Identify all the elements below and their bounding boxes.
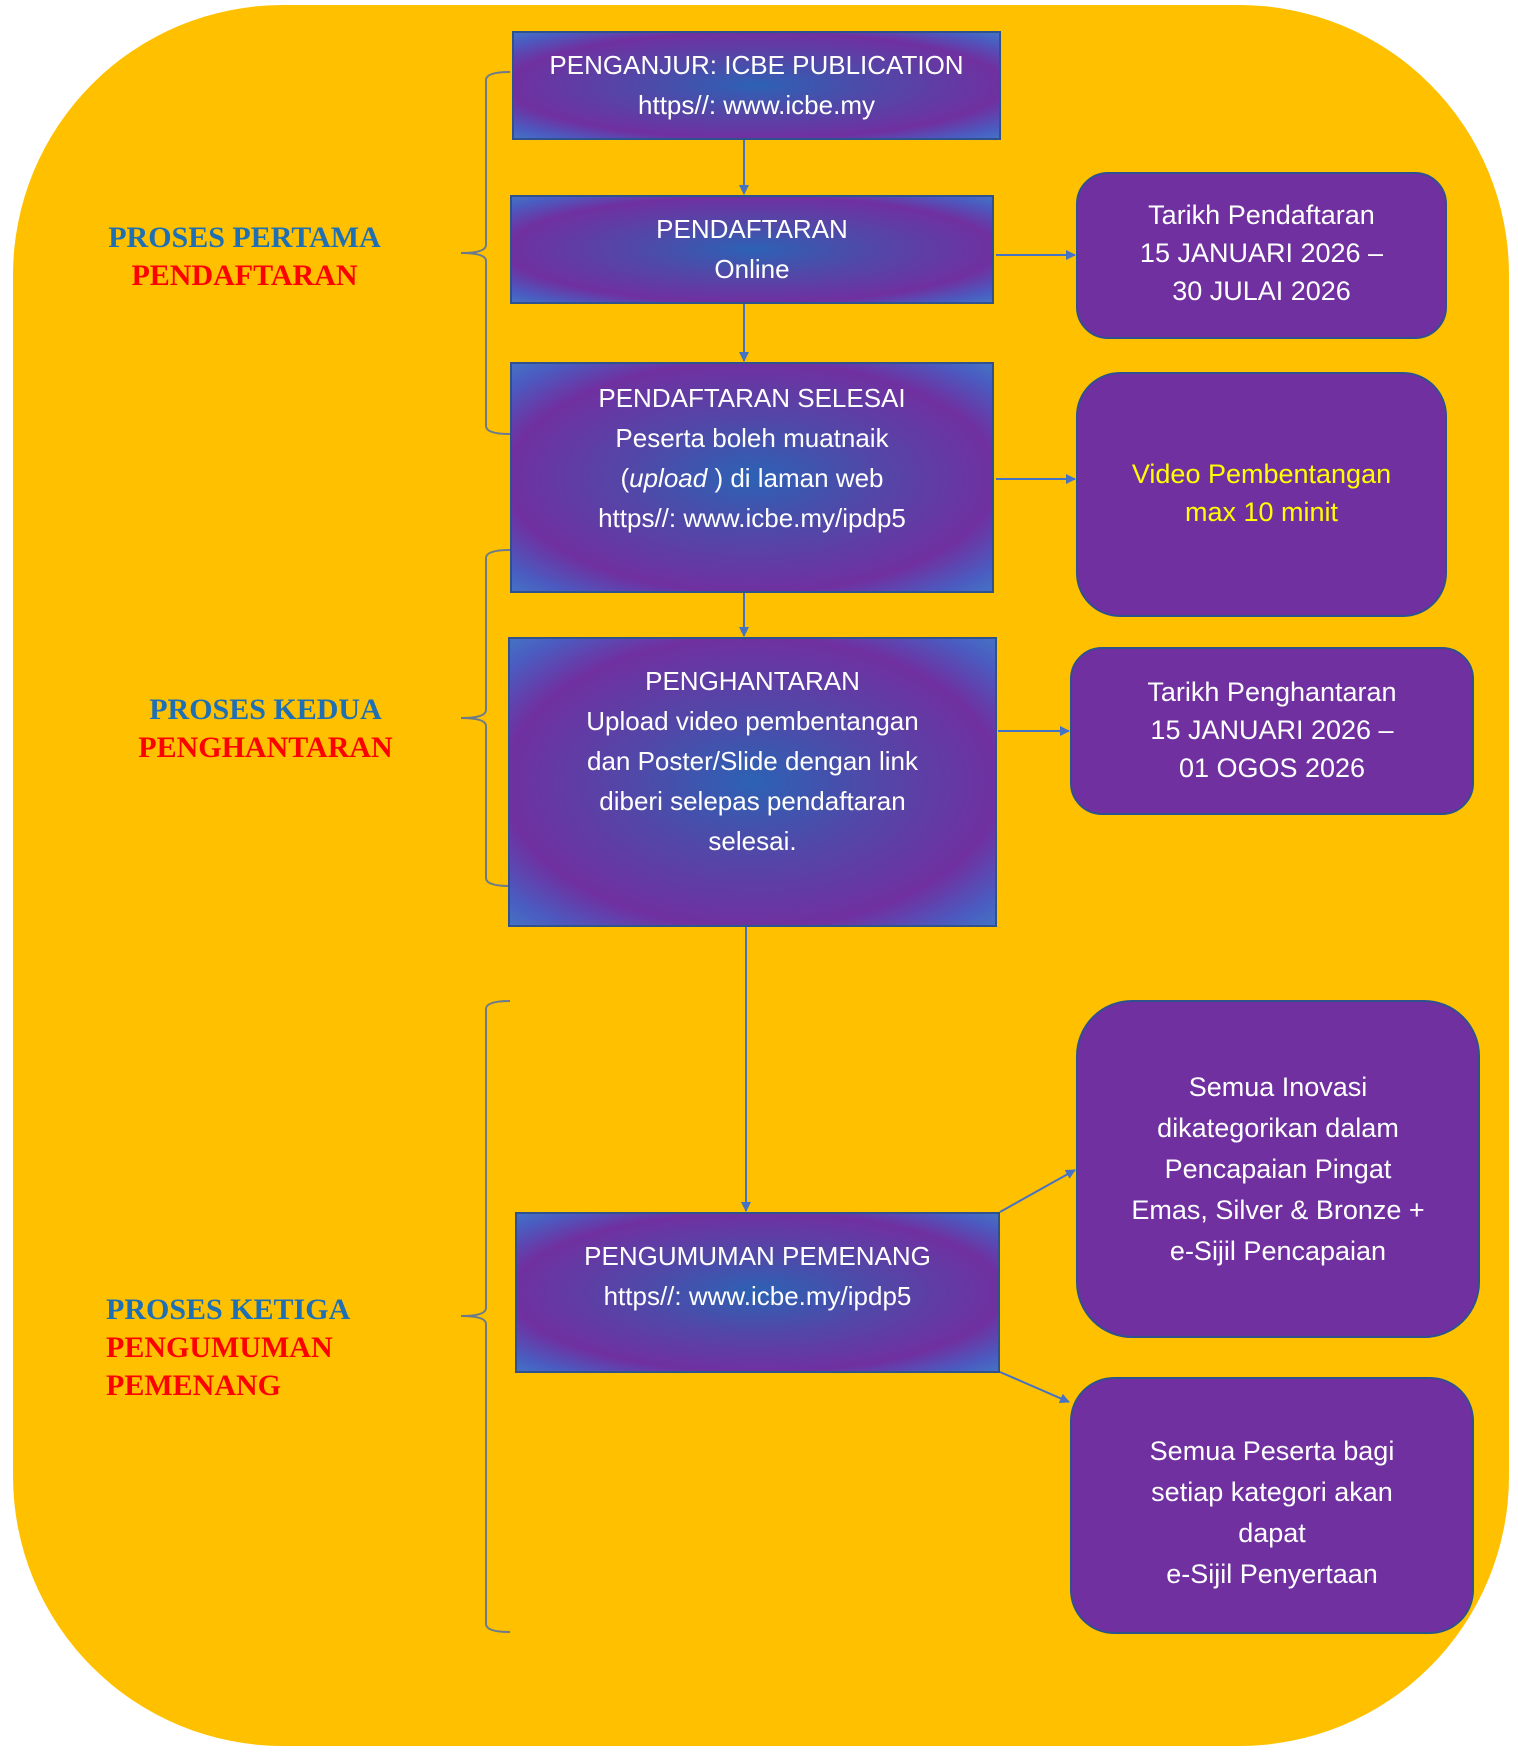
upload-italic: upload <box>629 463 708 493</box>
penghantaran-line-3: dan Poster/Slide dengan link <box>586 746 918 776</box>
pendaftaran-mode: Online <box>714 254 790 284</box>
stage-2-title: PROSES KEDUA <box>149 693 382 726</box>
penghantaran-line-2: Upload video pembentangan <box>586 706 919 736</box>
penganjur-url[interactable]: https//: www.icbe.my <box>638 90 875 120</box>
peserta-line-1: Semua Peserta bagi <box>1149 1436 1395 1466</box>
inovasi-line-3: Pencapaian Pingat <box>1164 1154 1392 1184</box>
pengumuman-title: PENGUMUMAN PEMENANG <box>584 1241 931 1271</box>
flow-box-pendaftaran-selesai: PENDAFTARAN SELESAI Peserta boleh muatna… <box>510 362 994 593</box>
flow-box-pendaftaran: PENDAFTARAN Online <box>510 195 994 304</box>
penghantaran-title: PENGHANTARAN <box>645 666 860 696</box>
inovasi-line-4: Emas, Silver & Bronze + <box>1131 1195 1425 1225</box>
peserta-line-2: setiap kategori akan <box>1151 1477 1393 1507</box>
stage-3-title: PROSES KETIGA <box>106 1293 351 1326</box>
flow-box-penghantaran: PENGHANTARAN Upload video pembentangan d… <box>508 637 997 927</box>
penganjur-line-1: PENGANJUR: ICBE PUBLICATION <box>549 50 964 80</box>
stage-1-title: PROSES PERTAMA <box>108 221 381 254</box>
selesai-line-3-rest: ) di laman web <box>707 463 884 493</box>
penghantaran-line-5: selesai. <box>708 826 797 856</box>
bracket-stage-3 <box>460 1000 511 1633</box>
tarikh-pendaftaran-start: 15 JANUARI 2026 – <box>1139 238 1384 268</box>
stage-3-subtitle-line-1: PENGUMUMAN <box>106 1331 333 1364</box>
selesai-url[interactable]: https//: www.icbe.my/ipdp5 <box>598 503 906 533</box>
video-title: Video Pembentangan <box>1131 459 1392 489</box>
info-box-inovasi: Semua Inovasi dikategorikan dalam Pencap… <box>1076 1000 1480 1338</box>
bracket-stage-2 <box>460 549 511 887</box>
selesai-line-2: Peserta boleh muatnaik <box>615 423 889 453</box>
penghantaran-line-4: diberi selepas pendaftaran <box>599 786 906 816</box>
arrow-to-inovasi <box>999 1169 1076 1213</box>
open-paren: ( <box>620 463 630 493</box>
tarikh-pendaftaran-title: Tarikh Pendaftaran <box>1148 200 1375 230</box>
bracket-stage-1 <box>460 71 511 435</box>
inovasi-line-1: Semua Inovasi <box>1188 1072 1368 1102</box>
stage-3-subtitle-line-2: PEMENANG <box>106 1369 281 1402</box>
flow-box-penganjur: PENGANJUR: ICBE PUBLICATION https//: www… <box>512 31 1001 140</box>
info-box-video: Video Pembentangan max 10 minit <box>1076 372 1447 617</box>
stage-label-1: PROSES PERTAMA PENDAFTARAN <box>92 219 397 295</box>
peserta-line-3: dapat <box>1238 1518 1306 1548</box>
tarikh-pendaftaran-end: 30 JULAI 2026 <box>1172 276 1351 306</box>
tarikh-penghantaran-start: 15 JANUARI 2026 – <box>1150 715 1394 745</box>
inovasi-line-5: e-Sijil Pencapaian <box>1169 1236 1387 1266</box>
info-box-peserta: Semua Peserta bagi setiap kategori akan … <box>1070 1377 1474 1634</box>
info-box-tarikh-penghantaran: Tarikh Penghantaran 15 JANUARI 2026 – 01… <box>1070 647 1474 815</box>
tarikh-penghantaran-end: 01 OGOS 2026 <box>1178 753 1366 783</box>
stage-label-2: PROSES KEDUA PENGHANTARAN <box>118 691 413 767</box>
inovasi-line-2: dikategorikan dalam <box>1157 1113 1399 1143</box>
info-box-tarikh-pendaftaran: Tarikh Pendaftaran 15 JANUARI 2026 – 30 … <box>1076 172 1447 339</box>
stage-label-3: PROSES KETIGA PENGUMUMAN PEMENANG <box>106 1291 426 1405</box>
stage-2-subtitle: PENGHANTARAN <box>138 731 393 764</box>
pengumuman-url[interactable]: https//: www.icbe.my/ipdp5 <box>603 1281 912 1311</box>
video-duration: max 10 minit <box>1184 497 1339 527</box>
pendaftaran-title: PENDAFTARAN <box>656 214 848 244</box>
selesai-title: PENDAFTARAN SELESAI <box>598 383 906 413</box>
tarikh-penghantaran-title: Tarikh Penghantaran <box>1147 677 1397 707</box>
stage-1-subtitle: PENDAFTARAN <box>131 259 358 292</box>
selesai-line-3: (upload ) di laman web <box>620 458 883 498</box>
arrow-to-peserta <box>999 1371 1070 1403</box>
peserta-line-4: e-Sijil Penyertaan <box>1166 1559 1378 1589</box>
flow-box-pengumuman: PENGUMUMAN PEMENANG https//: www.icbe.my… <box>515 1212 1000 1373</box>
